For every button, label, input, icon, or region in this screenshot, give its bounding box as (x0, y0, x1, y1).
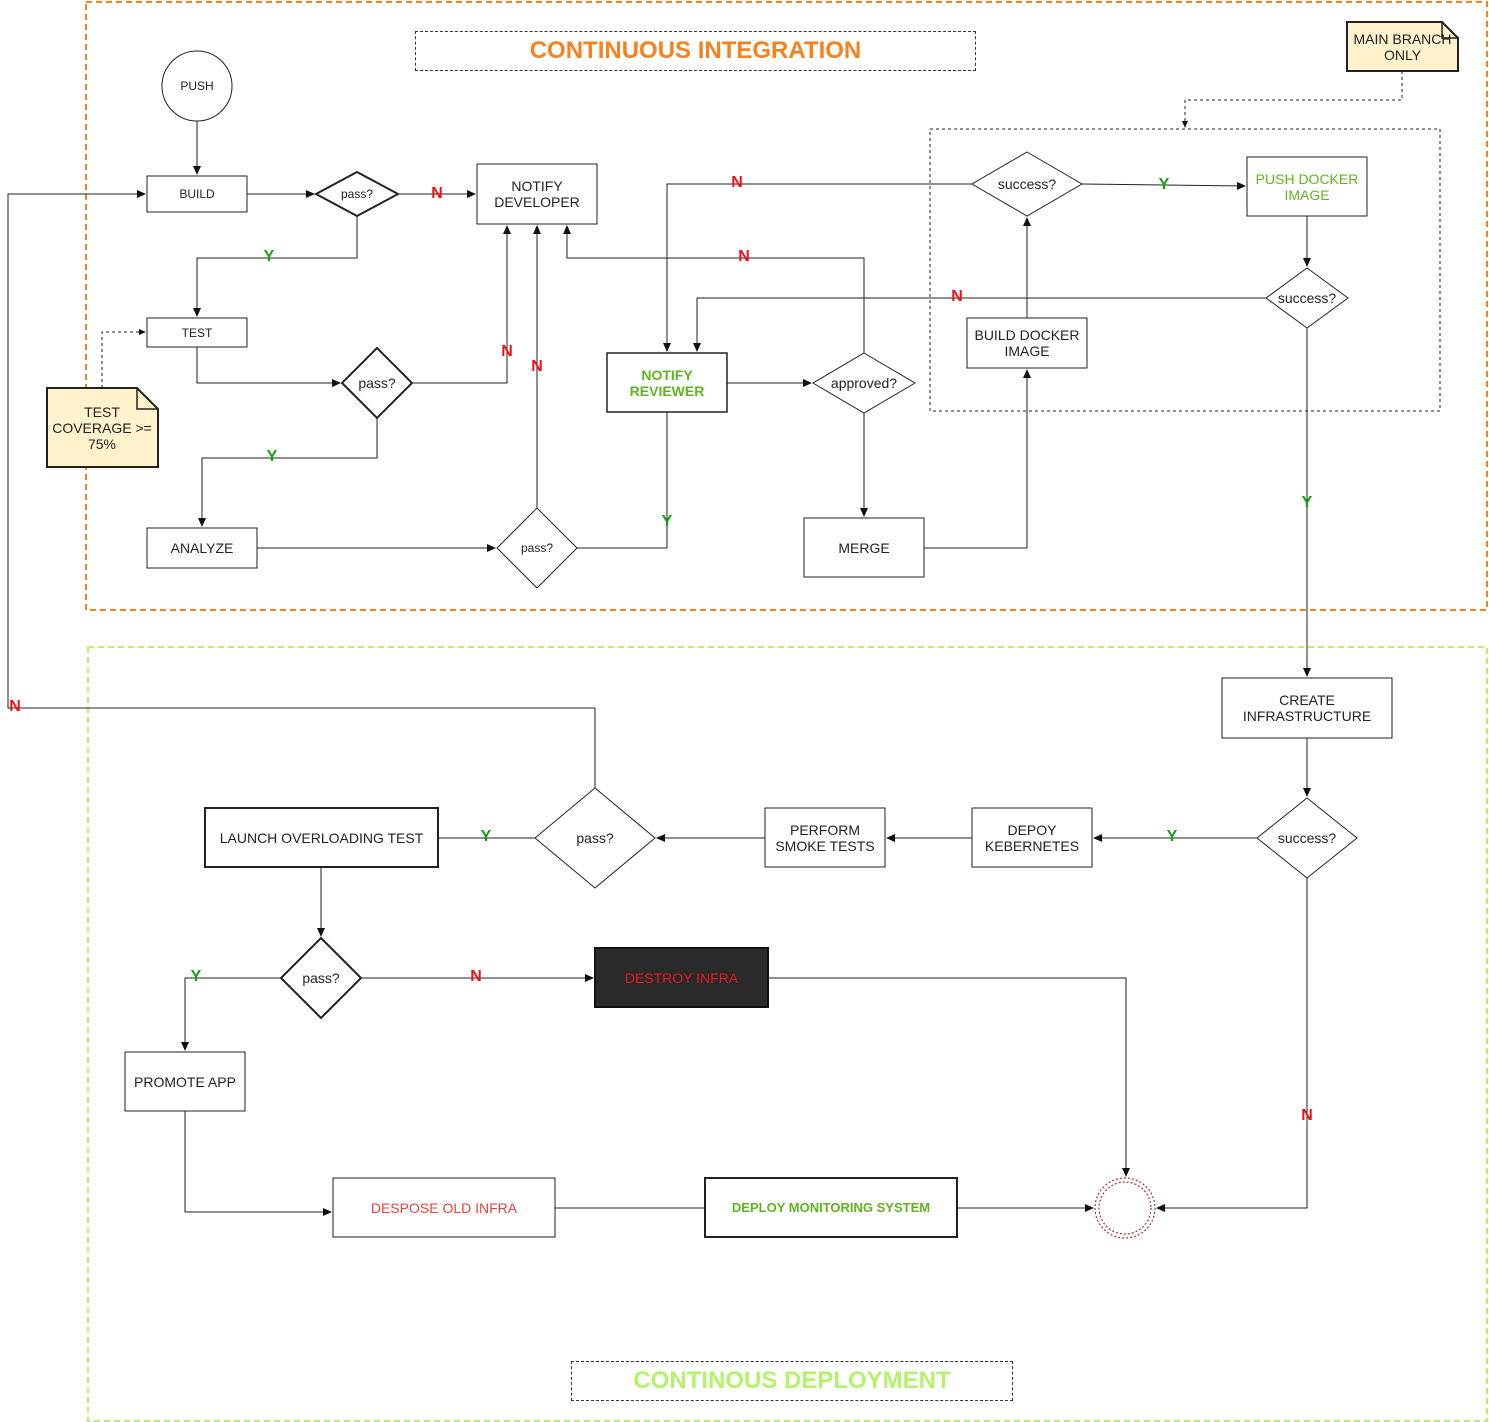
success1-diamond (971, 151, 1083, 217)
smoke-shape (764, 807, 886, 868)
label-success2-no: N (951, 288, 963, 305)
pass1-decision: pass? (340, 187, 374, 201)
overloading-test-node: LAUNCH OVERLOADING TEST (219, 829, 424, 846)
analyze-node-shape (146, 527, 258, 569)
test-node: TEST (181, 325, 213, 340)
monitoring-shape (704, 1177, 958, 1238)
edge-success1-push (1081, 181, 1246, 190)
ci-title: CONTINUOUS INTEGRATION (415, 31, 976, 71)
label-success1-yes: Y (1158, 176, 1170, 193)
create-infra-shape (1221, 677, 1393, 739)
dispose-shape (332, 1177, 556, 1238)
monitoring-node: DEPLOY MONITORING SYSTEM (731, 1199, 931, 1215)
notify-dev-shape (476, 163, 598, 225)
edge-test-pass2 (196, 347, 341, 387)
promote-app-node: PROMOTE APP (134, 1073, 236, 1090)
edge-pass1-test (193, 216, 358, 317)
label-pass4-yes: Y (480, 828, 492, 845)
label-success3-no: N (1301, 1107, 1313, 1124)
deploy-k8s-node: DEPOY KEBERNETES (984, 821, 1080, 854)
end-node-outer (1094, 1177, 1156, 1239)
merge-node-shape (803, 517, 925, 578)
pass3-decision: pass? (520, 541, 554, 555)
label-pass5-yes: Y (190, 968, 202, 985)
label-pass3-no: N (531, 358, 543, 375)
label-success2-yes: Y (1301, 494, 1313, 511)
edge-success2-reviewer (693, 297, 1266, 352)
success2-decision: success? (1277, 290, 1337, 306)
cd-title: CONTINOUS DEPLOYMENT (571, 1361, 1013, 1401)
edge-pass2-notify (412, 225, 511, 384)
edge-note-main-branch (1182, 71, 1403, 128)
label-approved-no: N (738, 248, 750, 265)
label-pass5-no: N (470, 968, 482, 985)
edge-success3-end (1156, 878, 1308, 1212)
approved-decision: approved? (830, 375, 898, 391)
push-docker-node: PUSH DOCKER IMAGE (1255, 170, 1359, 203)
edge-pass5-promote (181, 977, 281, 1051)
pass5-diamond (279, 936, 363, 1020)
smoke-tests-node: PERFORM SMOKE TESTS (775, 821, 875, 854)
docker-group-border (929, 128, 1441, 412)
push-node: PUSH (180, 79, 214, 93)
edge-pass4-build (7, 190, 596, 788)
pass4-diamond (534, 787, 656, 889)
coverage-note-shape (46, 387, 159, 468)
overload-shape (204, 807, 439, 868)
label-pass3-yes: Y (661, 513, 673, 530)
create-infra-node: CREATE INFRASTRUCTURE (1242, 692, 1372, 724)
edge-success1-reviewer (663, 183, 972, 352)
label-pass4-no: N (9, 698, 21, 715)
notify-developer-node: NOTIFY DEVELOPER (494, 178, 580, 210)
pass4-decision: pass? (576, 830, 614, 846)
destroy-infra-node: DESTROY INFRA (624, 969, 739, 986)
merge-node: MERGE (838, 539, 890, 556)
cd-section-border (87, 646, 1488, 1422)
promote-shape (124, 1051, 246, 1112)
build-node: BUILD (179, 187, 215, 201)
label-pass2-no: N (501, 343, 513, 360)
coverage-note: TEST COVERAGE >= 75% (52, 404, 152, 452)
label-success1-no: N (731, 174, 743, 191)
ci-section-border (85, 1, 1488, 611)
destroy-shape (594, 947, 769, 1008)
main-branch-note: MAIN BRANCH ONLY (1353, 31, 1452, 63)
deploy-k8s-shape (971, 807, 1093, 868)
label-pass2-yes: Y (266, 448, 278, 465)
pass2-decision: pass? (358, 375, 396, 391)
label-success3-yes: Y (1166, 828, 1178, 845)
pass3-diamond (496, 507, 578, 589)
label-pass1-yes: Y (263, 248, 275, 265)
edge-pass3-reviewer (577, 412, 668, 549)
success3-decision: success? (1277, 830, 1337, 846)
build-node-shape (146, 175, 248, 213)
edge-merge-build-docker (924, 369, 1031, 549)
edge-destroy-end (768, 977, 1130, 1177)
pass5-decision: pass? (302, 970, 340, 986)
push-docker-shape (1246, 156, 1368, 217)
coverage-note-fold (136, 388, 158, 410)
end-node-inner (1098, 1181, 1152, 1235)
dispose-old-infra-node: DESPOSE OLD INFRA (370, 1199, 518, 1216)
build-docker-node: BUILD DOCKER IMAGE (974, 327, 1080, 359)
edge-pass2-analyze (198, 418, 378, 527)
build-docker-shape (966, 317, 1088, 369)
main-branch-note-shape (1346, 21, 1459, 72)
edge-approved-notify (563, 225, 865, 353)
edge-promote-dispose (184, 1111, 332, 1216)
edge-note-coverage (101, 329, 146, 388)
notify-reviewer-node: NOTIFY REVIEWER (629, 366, 705, 399)
analyze-node: ANALYZE (170, 540, 234, 556)
label-pass1-no: N (431, 185, 443, 202)
success1-decision: success? (997, 176, 1057, 192)
main-branch-note-fold (1441, 22, 1458, 39)
